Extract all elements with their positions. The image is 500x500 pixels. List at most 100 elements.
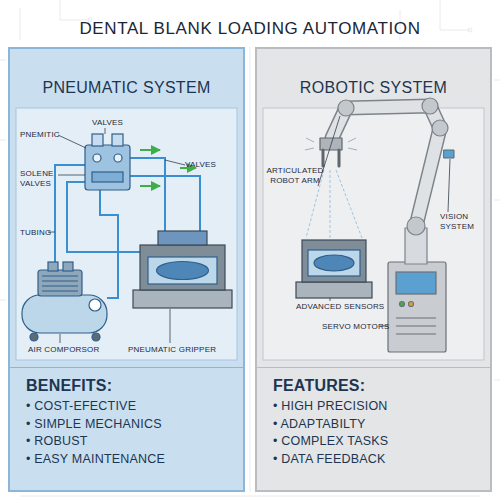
- pneumatic-gripper: [157, 262, 209, 280]
- leader-line: [318, 116, 450, 326]
- solenoid-valve-manifold: [112, 134, 123, 146]
- part-label: SOLENE VALVES: [20, 169, 60, 188]
- part-label: PNEUMATIC GRIPPER: [128, 345, 228, 355]
- robot-fixture: [296, 240, 372, 298]
- articulated-robot-arm: [444, 150, 454, 158]
- leader-line: [58, 135, 86, 148]
- panel-heading: ROBOTIC SYSTEM: [257, 79, 490, 97]
- pneumatic-tubing: [130, 158, 165, 232]
- list-item: • EASY MAINTENANCE: [26, 451, 229, 469]
- list-item: • DATA FEEDBACK: [273, 451, 476, 469]
- articulated-robot-arm: [323, 150, 339, 166]
- leader-line: [330, 298, 331, 301]
- solenoid-valve-manifold: [85, 145, 130, 190]
- pneumatic-gripper: [140, 245, 225, 290]
- vision-beam: [336, 170, 362, 238]
- leader-line: [448, 159, 450, 212]
- leader-line: [58, 175, 85, 176]
- pneumatic-gripper: [158, 231, 207, 245]
- air-compressor: [92, 333, 100, 341]
- control-cabinet: [409, 302, 414, 307]
- flow-arrow: [140, 149, 160, 151]
- flow-arrow: [140, 185, 160, 187]
- solenoid-valve-manifold: [92, 172, 123, 182]
- features-section: FEATURES:• HIGH PRECISION• ADAPTABILTY• …: [257, 367, 490, 490]
- illustration-area: [16, 108, 237, 360]
- robot-fixture: [296, 282, 372, 298]
- illustration-area: [263, 108, 484, 360]
- air-compressor: [22, 295, 107, 333]
- vision-beam: [330, 170, 331, 238]
- robot-fixture: [314, 255, 354, 271]
- list-item: • COMPLEX TASKS: [273, 433, 476, 451]
- list-item: • SIMPLE MECHANICS: [26, 416, 229, 434]
- sensor-ray: [305, 138, 357, 150]
- control-cabinet: [400, 302, 405, 307]
- articulated-robot-arm: [338, 100, 354, 116]
- part-label: SERVO MOTORS: [322, 322, 392, 332]
- control-cabinet: [388, 262, 446, 352]
- air-compressor: [38, 270, 82, 296]
- leader-line: [165, 160, 185, 165]
- solenoid-valve-manifold: [93, 154, 101, 162]
- part-label: AIR COMPORSOR: [28, 345, 108, 355]
- part-label: PNEMITIC: [20, 130, 70, 140]
- pneumatic-tubing: [67, 182, 140, 252]
- part-label: TUBING: [20, 228, 60, 238]
- air-compressor: [30, 333, 38, 341]
- circuit-trace: [468, 28, 472, 32]
- list-item: • ADAPTABILTY: [273, 416, 476, 434]
- articulated-robot-arm: [332, 106, 440, 226]
- air-compressor: [22, 262, 107, 341]
- leader-line: [170, 309, 171, 343]
- control-cabinet: [396, 318, 436, 334]
- articulated-robot-arm: [422, 98, 438, 114]
- pneumatic-gripper: [148, 257, 217, 284]
- section-heading: FEATURES:: [273, 377, 476, 395]
- articulated-robot-arm: [405, 228, 427, 264]
- pneumatic-tubing: [130, 176, 200, 232]
- circuit-trace: [20, 496, 480, 497]
- list-item: • HIGH PRECISION: [273, 398, 476, 416]
- articulated-robot-arm: [320, 138, 342, 150]
- system-panel: ROBOTIC SYSTEMFEATURES:• HIGH PRECISION•…: [255, 47, 492, 492]
- list-item: • ROBUST: [26, 433, 229, 451]
- list-item: • COST-EFECTIVE: [26, 398, 229, 416]
- part-label: VISION SYSTEM: [440, 212, 484, 231]
- section-heading: BENEFITS:: [26, 377, 229, 395]
- sensor-ray: [305, 138, 357, 150]
- circuit-trace: [250, 47, 251, 492]
- solenoid-valve-manifold: [85, 134, 130, 190]
- solenoid-valve-manifold: [92, 134, 103, 146]
- leader-line: [318, 116, 340, 186]
- pneumatic-gripper: [133, 231, 232, 308]
- pneumatic-tubing: [55, 158, 200, 298]
- articulated-robot-arm: [332, 106, 440, 226]
- diagram-title: DENTAL BLANK LOADING AUTOMATION: [0, 19, 500, 39]
- leader-line: [60, 334, 61, 343]
- articulated-robot-arm: [432, 120, 448, 136]
- pneumatic-gripper: [133, 290, 232, 308]
- pneumatic-tubing: [55, 165, 85, 298]
- part-label: ARTICULATED ROBOT ARM: [264, 166, 326, 185]
- robot-fixture: [302, 240, 366, 282]
- part-label: VALVES: [92, 118, 132, 128]
- benefits-section: BENEFITS: • COST-EFECTIVE• SIMPLE MECHANI…: [10, 367, 243, 490]
- part-label: VALVES: [185, 160, 225, 170]
- control-cabinet: [388, 262, 446, 352]
- articulated-robot-arm: [320, 98, 454, 264]
- leader-line: [48, 128, 185, 343]
- pneumatic-tubing: [100, 190, 118, 298]
- system-panel: PNEUMATIC SYSTEM BENEFITS: • COST-EFECTIVE…: [8, 47, 245, 492]
- panel-heading: PNEUMATIC SYSTEM: [10, 79, 243, 97]
- control-cabinet: [396, 272, 436, 294]
- articulated-robot-arm: [407, 217, 425, 235]
- part-label: ADVANCED SENSORS: [296, 302, 386, 312]
- air-compressor: [48, 262, 58, 271]
- air-compressor: [63, 262, 73, 271]
- air-compressor: [89, 299, 101, 311]
